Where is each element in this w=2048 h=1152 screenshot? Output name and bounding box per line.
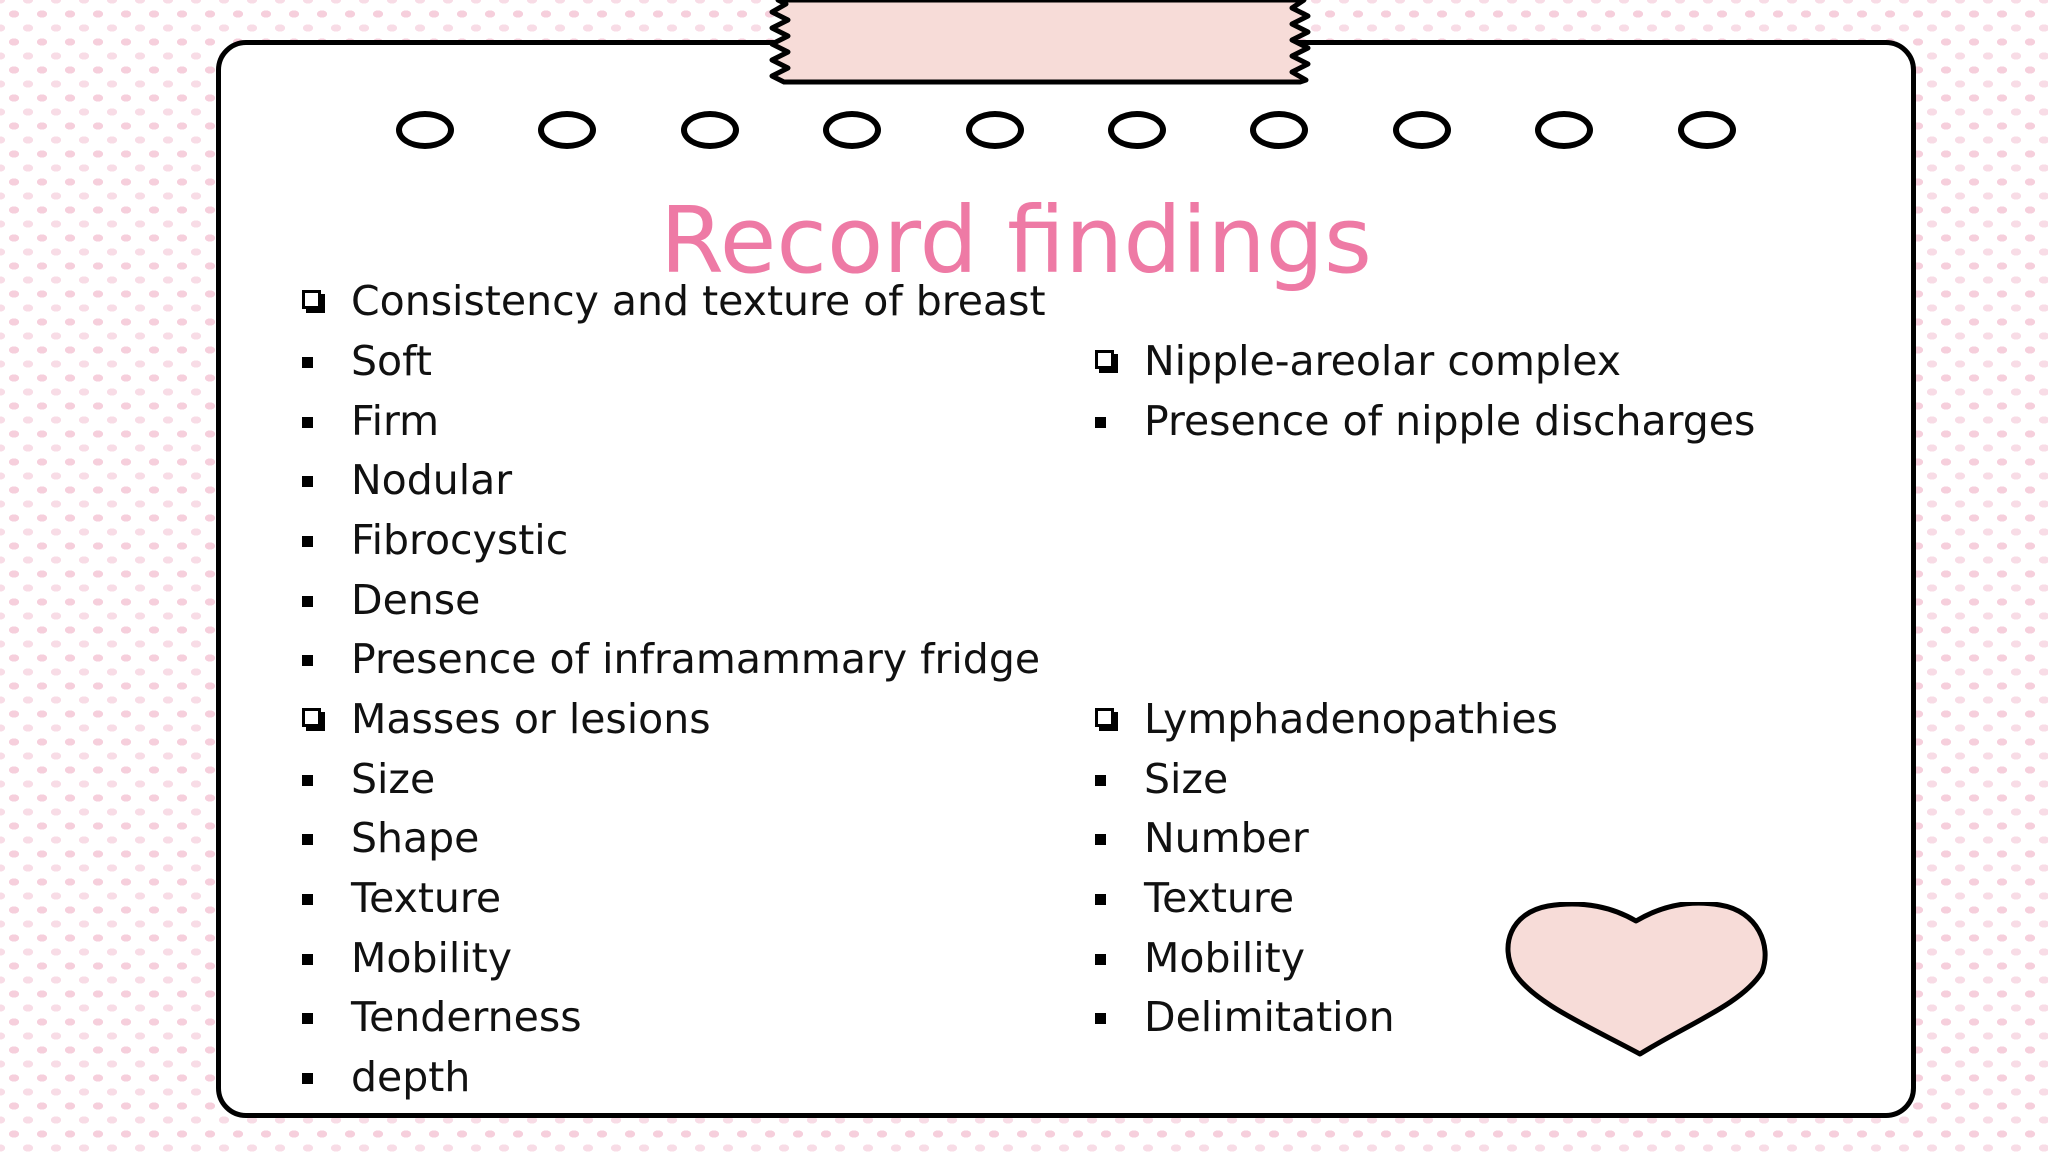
list-item-text: Mobility: [351, 934, 512, 982]
list-item-text: Tenderness: [351, 993, 582, 1041]
binder-ring: [1393, 111, 1451, 149]
list-item-text: Shape: [351, 814, 480, 862]
square-bullet-icon: [1095, 894, 1106, 905]
checkbox-bullet-icon: [1095, 350, 1114, 369]
checkbox-bullet-icon: [302, 290, 321, 309]
list-item-text: Presence of inframammary fridge: [351, 635, 1041, 683]
square-bullet-icon: [302, 536, 313, 547]
list-item-text: Number: [1144, 814, 1309, 862]
list-item-text: Size: [351, 755, 436, 803]
list-item-text: Texture: [1144, 874, 1295, 922]
binder-ring: [1108, 111, 1166, 149]
list-item-text: Mobility: [1144, 934, 1305, 982]
section-heading-text: Masses or lesions: [351, 695, 711, 743]
square-bullet-icon: [302, 655, 313, 666]
binder-ring: [681, 111, 739, 149]
square-bullet-icon: [1095, 834, 1106, 845]
list-item-text: Size: [1144, 755, 1229, 803]
checkbox-bullet-icon: [1095, 708, 1114, 727]
list-item-text: Nodular: [351, 456, 513, 504]
heart-icon: [1505, 902, 1768, 1057]
section-heading-text: Consistency and texture of breast: [351, 277, 1046, 325]
square-bullet-icon: [1095, 954, 1106, 965]
binder-ring: [1250, 111, 1308, 149]
slide-title: Record findings: [660, 187, 1372, 294]
list-item-text: depth: [351, 1053, 471, 1101]
square-bullet-icon: [302, 596, 313, 607]
square-bullet-icon: [302, 1013, 313, 1024]
binder-ring: [823, 111, 881, 149]
square-bullet-icon: [1095, 417, 1106, 428]
square-bullet-icon: [302, 834, 313, 845]
binder-ring: [396, 111, 454, 149]
section-heading-text: Lymphadenopathies: [1144, 695, 1558, 743]
square-bullet-icon: [302, 954, 313, 965]
square-bullet-icon: [1095, 775, 1106, 786]
square-bullet-icon: [1095, 1013, 1106, 1024]
binder-ring: [1535, 111, 1593, 149]
washi-tape: [769, 0, 1311, 85]
square-bullet-icon: [302, 357, 313, 368]
binder-ring: [1678, 111, 1736, 149]
square-bullet-icon: [302, 1073, 313, 1084]
list-item-text: Texture: [351, 874, 502, 922]
square-bullet-icon: [302, 417, 313, 428]
section-heading-text: Nipple-areolar complex: [1144, 337, 1622, 385]
list-item-text: Firm: [351, 397, 440, 445]
binder-ring: [538, 111, 596, 149]
binder-ring: [966, 111, 1024, 149]
square-bullet-icon: [302, 476, 313, 487]
square-bullet-icon: [302, 775, 313, 786]
list-item-text: Soft: [351, 337, 432, 385]
list-item-text: Delimitation: [1144, 993, 1395, 1041]
list-item-text: Dense: [351, 576, 481, 624]
square-bullet-icon: [302, 894, 313, 905]
list-item-text: Presence of nipple discharges: [1144, 397, 1756, 445]
checkbox-bullet-icon: [302, 708, 321, 727]
list-item-text: Fibrocystic: [351, 516, 569, 564]
